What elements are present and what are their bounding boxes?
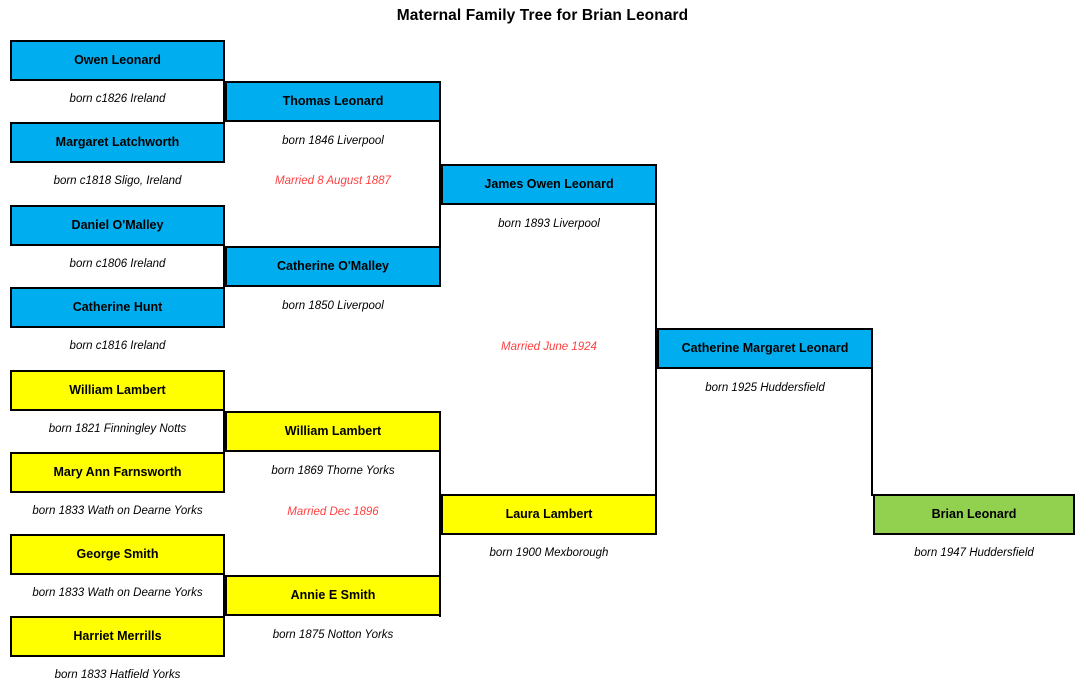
connector-thomas-catherine-bracket (439, 120, 441, 287)
person-box-william-lambert-jr[interactable]: William Lambert (225, 411, 441, 452)
person-box-william-lambert-sr[interactable]: William Lambert (10, 370, 225, 411)
caption-catherine-omalley-born: born 1850 Liverpool (282, 300, 384, 312)
caption-catherine-margaret-leonard-born: born 1925 Huddersfield (705, 382, 825, 394)
person-box-laura-lambert[interactable]: Laura Lambert (441, 494, 657, 535)
caption-laura-lambert-born: born 1900 Mexborough (489, 547, 609, 559)
person-box-thomas-leonard[interactable]: Thomas Leonard (225, 81, 441, 122)
person-box-annie-e-smith[interactable]: Annie E Smith (225, 575, 441, 616)
person-box-margaret-latchworth[interactable]: Margaret Latchworth (10, 122, 225, 163)
connector-owen-margaret-bracket (223, 79, 225, 163)
caption-james-owen-leonard-born: born 1893 Liverpool (498, 218, 600, 230)
person-box-harriet-merrills[interactable]: Harriet Merrills (10, 616, 225, 657)
caption-catherine-hunt-born: born c1816 Ireland (69, 340, 166, 352)
connector-james-laura-bracket (655, 203, 657, 535)
person-box-brian-leonard[interactable]: Brian Leonard (873, 494, 1075, 535)
caption-george-smith-born: born 1833 Wath on Dearne Yorks (32, 587, 203, 599)
caption-owen-leonard-born: born c1826 Ireland (69, 93, 166, 105)
caption-william-lambert-sr-born: born 1821 Finningley Notts (48, 423, 187, 435)
page-title: Maternal Family Tree for Brian Leonard (396, 7, 689, 24)
connector-williamlambert-maryann-bracket (223, 409, 225, 493)
caption-annie-e-smith-born: born 1875 Notton Yorks (272, 629, 394, 641)
person-box-catherine-margaret-leonard[interactable]: Catherine Margaret Leonard (657, 328, 873, 369)
person-box-owen-leonard[interactable]: Owen Leonard (10, 40, 225, 81)
person-box-catherine-omalley[interactable]: Catherine O'Malley (225, 246, 441, 287)
caption-mary-ann-farnsworth-born: born 1833 Wath on Dearne Yorks (32, 505, 203, 517)
caption-margaret-latchworth-born: born c1818 Sligo, Ireland (53, 175, 182, 187)
connector-williamjr-annie-bracket (439, 450, 441, 617)
caption-thomas-leonard-married: Married 8 August 1887 (275, 175, 391, 187)
person-box-daniel-omalley[interactable]: Daniel O'Malley (10, 205, 225, 246)
caption-harriet-merrills-born: born 1833 Hatfield Yorks (54, 669, 181, 681)
connector-catherine-brian-bracket (871, 367, 873, 496)
connector-daniel-catherinehunt-bracket (223, 244, 225, 328)
caption-brian-leonard-born: born 1947 Huddersfield (914, 547, 1034, 559)
person-box-catherine-hunt[interactable]: Catherine Hunt (10, 287, 225, 328)
person-box-mary-ann-farnsworth[interactable]: Mary Ann Farnsworth (10, 452, 225, 493)
caption-james-owen-leonard-married: Married June 1924 (501, 341, 597, 353)
person-box-james-owen-leonard[interactable]: James Owen Leonard (441, 164, 657, 205)
connector-georgesmith-harriet-bracket (223, 573, 225, 657)
caption-william-lambert-jr-married: Married Dec 1896 (287, 506, 379, 518)
person-box-george-smith[interactable]: George Smith (10, 534, 225, 575)
caption-william-lambert-jr-born: born 1869 Thorne Yorks (271, 465, 395, 477)
caption-thomas-leonard-born: born 1846 Liverpool (282, 135, 384, 147)
caption-daniel-omalley-born: born c1806 Ireland (69, 258, 166, 270)
